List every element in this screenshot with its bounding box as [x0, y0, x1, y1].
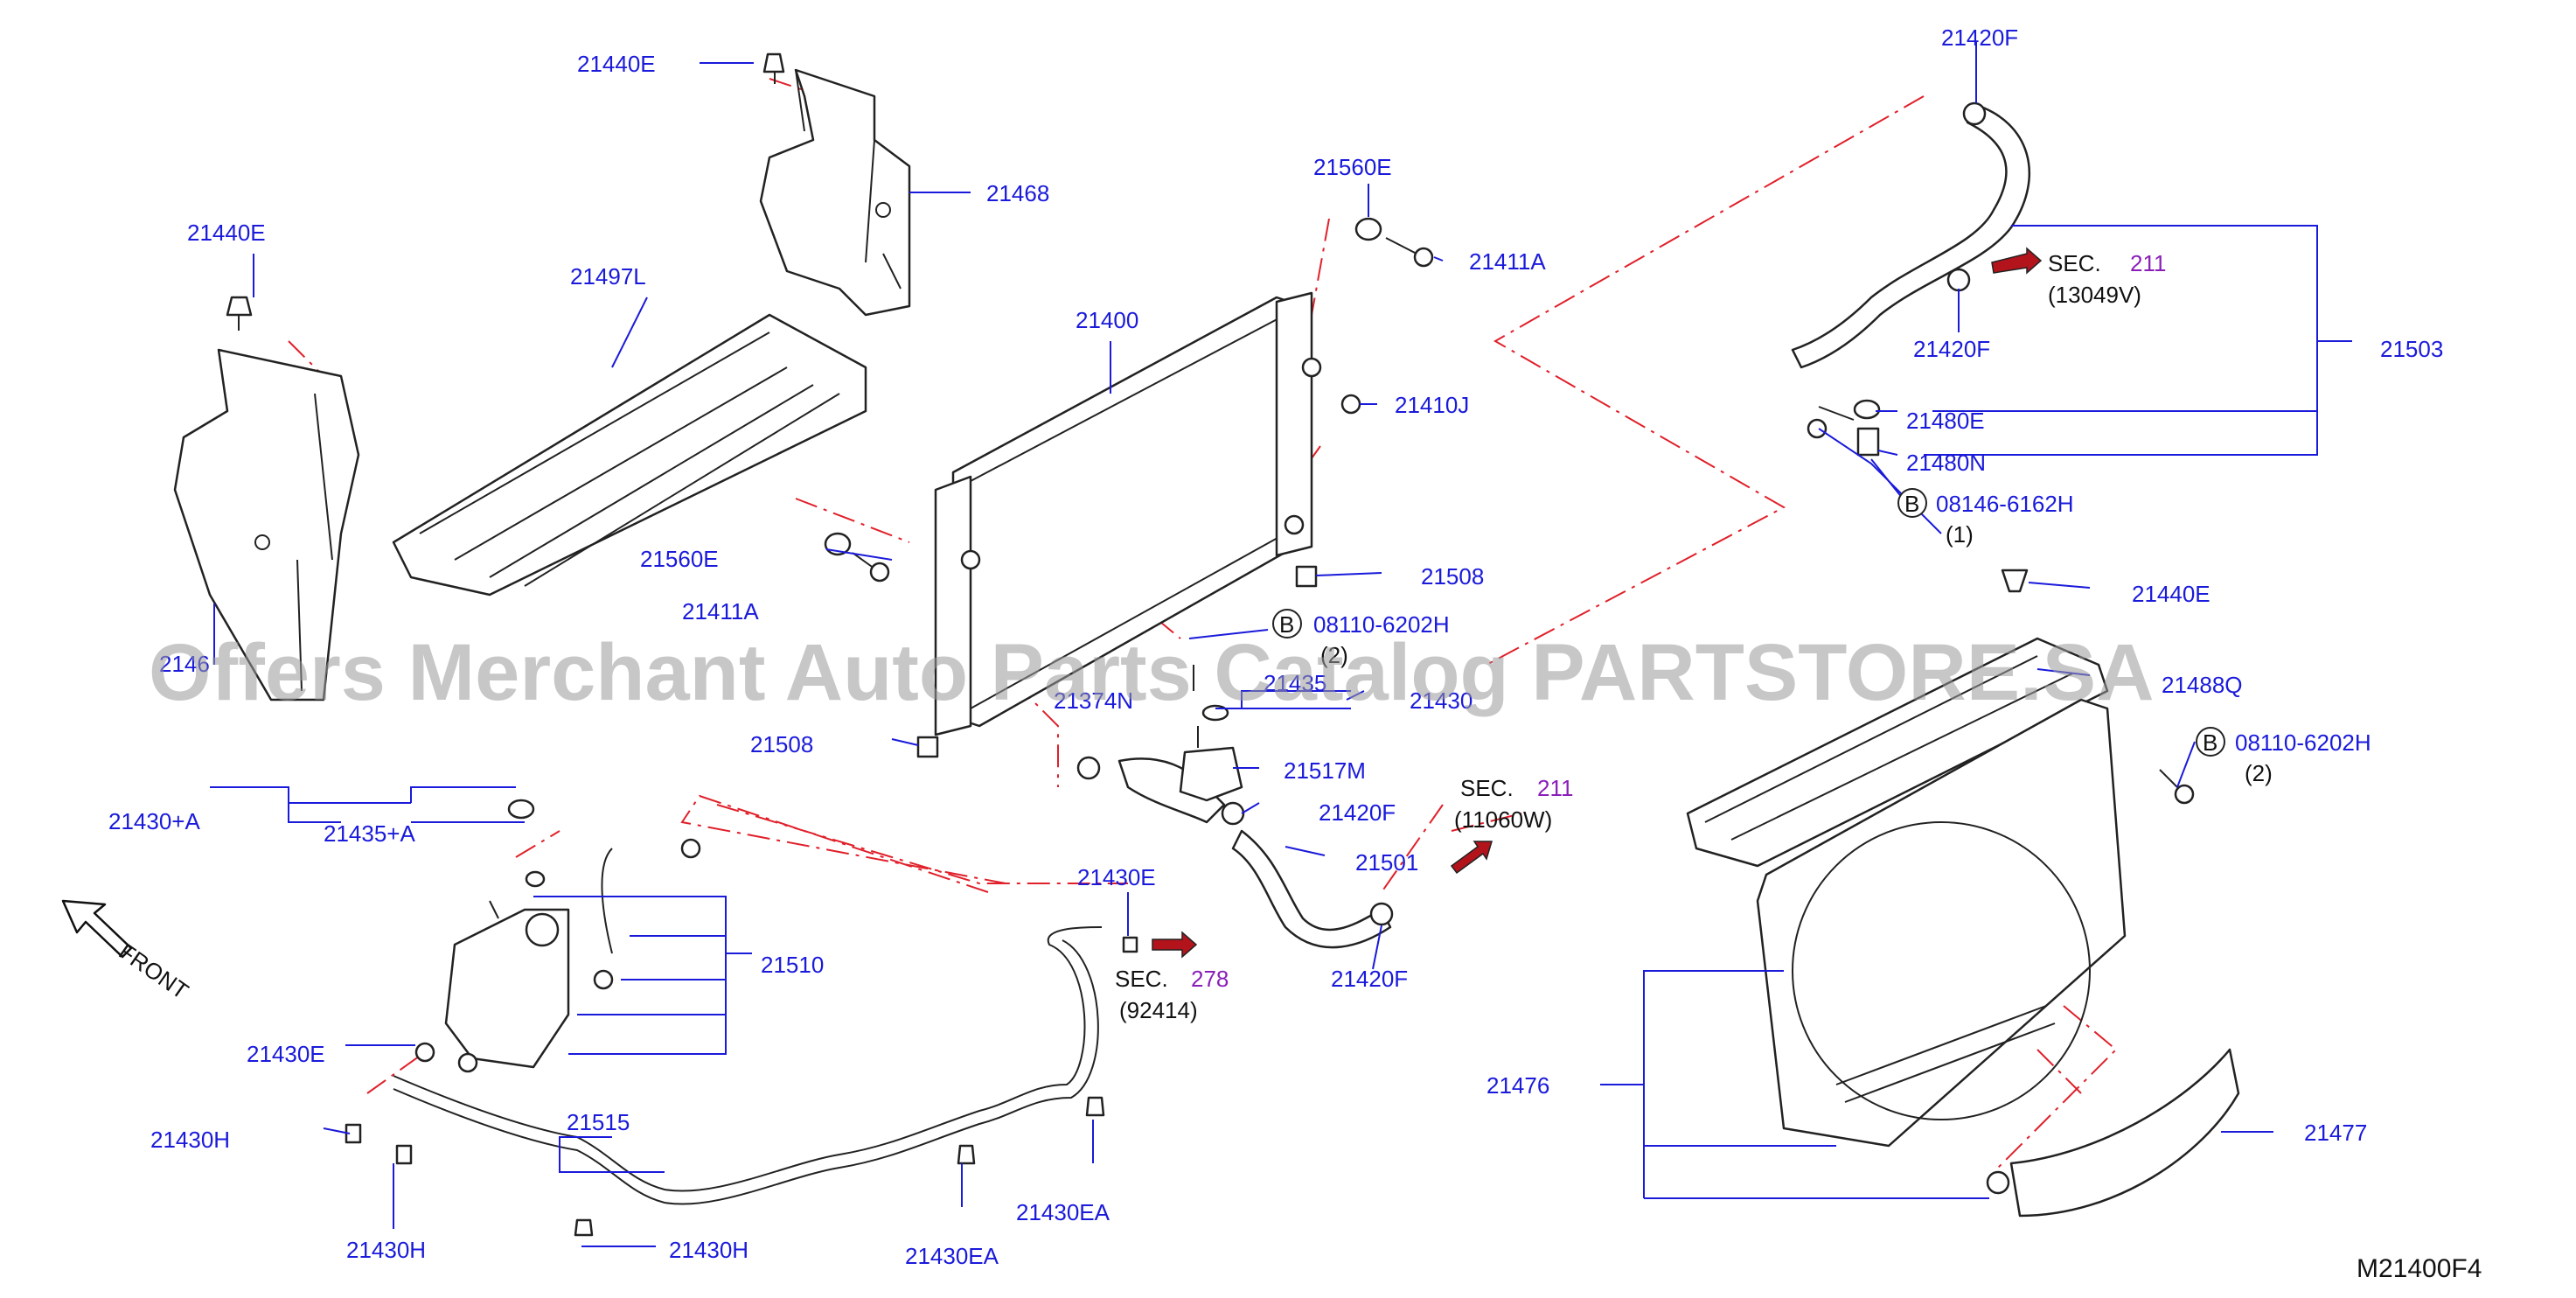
- callout-21430e: 21430E: [247, 1041, 325, 1067]
- bolt-callout-b3: B 08110-6202H (2): [2196, 727, 2371, 786]
- part-21476-fan-shroud: [1756, 698, 2127, 1148]
- section-arrow-3: [1152, 931, 1198, 959]
- callout-21508: 21508: [1421, 563, 1484, 590]
- bolt-3-qty: (2): [2245, 760, 2273, 786]
- section-ref-2: SEC. 211 (11060W): [1454, 775, 1573, 833]
- callout-21435: 21435: [1264, 670, 1326, 696]
- part-21411A-bolt-top: [1385, 237, 1434, 268]
- part-bolt-fan-shroud: [1986, 1170, 2010, 1195]
- callout-21400: 21400: [1076, 307, 1138, 333]
- bolt-circle-letter: B: [1904, 491, 1919, 517]
- callout-21517m: 21517M: [1284, 757, 1366, 784]
- section-1-number: 211: [2130, 250, 2166, 276]
- callout-2146: 2146: [159, 651, 210, 677]
- callout-21420f: 21420F: [1913, 336, 1990, 362]
- bolt-1-qty: (1): [1946, 521, 1974, 548]
- part-callouts: 21440E 21468 21440E 21497L 2146 21400 21…: [108, 24, 2443, 1269]
- callout-21560e: 21560E: [1313, 154, 1392, 180]
- callout-21420f: 21420F: [1319, 799, 1396, 826]
- callout-21430h: 21430H: [346, 1237, 426, 1263]
- callout-21410j: 21410J: [1395, 392, 1469, 418]
- callout-21430h: 21430H: [150, 1127, 230, 1153]
- part-air-guide-left: [173, 348, 360, 701]
- part-21515-overflow-hose: [345, 926, 1138, 1237]
- callout-21440e: 21440E: [187, 220, 266, 246]
- callout-21510: 21510: [761, 952, 824, 978]
- callout-21468: 21468: [986, 180, 1049, 206]
- part-bolt-right-side: [2159, 769, 2195, 805]
- callout-21374n: 21374N: [1054, 687, 1133, 714]
- callout-21420f: 21420F: [1331, 966, 1408, 992]
- callout-21476: 21476: [1486, 1072, 1549, 1099]
- section-ref-3: SEC. 278 (92414): [1115, 966, 1229, 1023]
- section-1-label: SEC.: [2048, 250, 2101, 276]
- callout-21477: 21477: [2304, 1120, 2367, 1146]
- part-21497L-upper-shroud: [392, 313, 867, 597]
- part-21488Q-upper-fan-shroud: [1686, 637, 2109, 868]
- callout-21508: 21508: [750, 731, 813, 757]
- bolt-callout-b1: B 08146-6162H (1): [1897, 488, 2074, 548]
- part-21510-reservoir: [444, 799, 701, 1073]
- part-21468-air-guide-top: [759, 68, 911, 317]
- callout-21480n: 21480N: [1906, 450, 1986, 476]
- bolt-1-code: 08146-6162H: [1936, 491, 2074, 517]
- section-2-number: 211: [1537, 775, 1573, 801]
- bolt-2-code: 08110-6202H: [1313, 611, 1450, 638]
- part-21503-upper-hose: [1791, 101, 2030, 457]
- callout-21430: 21430: [1410, 687, 1472, 714]
- part-21477-lower-shroud: [2009, 1048, 2240, 1218]
- callout-21420f: 21420F: [1941, 24, 2018, 51]
- part-21400-radiator: [934, 291, 1322, 736]
- bolt-callout-b2: B 08110-6202H (2): [1272, 609, 1450, 668]
- part-21501-lower-hose: [1076, 756, 1394, 949]
- part-21411A-bolt-mid: [852, 552, 890, 583]
- part-21560E-bushing-top: [1354, 217, 1382, 241]
- diagram-code: M21400F4: [2357, 1254, 2482, 1283]
- section-3-ref: (92414): [1119, 997, 1198, 1023]
- callout-21430ea: 21430EA: [905, 1243, 999, 1269]
- section-3-number: 278: [1191, 966, 1229, 992]
- bolt-circle-letter: B: [1279, 611, 1294, 638]
- section-1-ref: (13049V): [2048, 282, 2141, 308]
- part-21440E-clip-right: [2001, 569, 2029, 593]
- callout-21440e: 21440E: [577, 51, 656, 77]
- part-21410J-clip: [1340, 394, 1361, 415]
- callout-21480e: 21480E: [1906, 408, 1985, 434]
- callout-21560e: 21560E: [640, 546, 719, 572]
- bolt-circle-letter: B: [2203, 729, 2217, 756]
- callout-21515: 21515: [567, 1109, 630, 1135]
- callout-21430ea: 21430EA: [1016, 1199, 1110, 1225]
- bolt-2-qty: (2): [1320, 642, 1348, 668]
- callout-21411a: 21411A: [682, 598, 759, 625]
- section-arrow-1: [1991, 247, 2043, 275]
- section-2-ref: (11060W): [1454, 806, 1552, 833]
- callout-21488q: 21488Q: [2162, 672, 2243, 698]
- section-arrow-2: [1450, 841, 1493, 875]
- front-arrow: FRONT: [61, 899, 194, 1004]
- callout-21435a: 21435+A: [324, 820, 415, 847]
- watermark-text: Offers Merchant Auto Parts Catalog PARTS…: [149, 628, 2155, 717]
- front-label: FRONT: [115, 938, 194, 1004]
- callout-21497l: 21497L: [570, 263, 646, 290]
- bolt-3-code: 08110-6202H: [2235, 729, 2371, 756]
- section-2-label: SEC.: [1460, 775, 1514, 801]
- part-21440E-clip-left: [226, 296, 253, 331]
- callout-21440e: 21440E: [2132, 581, 2210, 607]
- callout-21430e: 21430E: [1077, 864, 1156, 890]
- section-3-label: SEC.: [1115, 966, 1168, 992]
- section-ref-1: SEC. 211 (13049V): [2048, 250, 2166, 308]
- callout-21501: 21501: [1355, 849, 1418, 876]
- callout-21503: 21503: [2380, 336, 2443, 362]
- callout-21430a: 21430+A: [108, 808, 200, 834]
- part-21440E-clip-top: [762, 52, 785, 84]
- callout-21411a: 21411A: [1469, 248, 1546, 275]
- part-21508-drain-left: [916, 736, 939, 758]
- callout-21430h: 21430H: [669, 1237, 748, 1263]
- part-21508-drain-right: [1295, 565, 1318, 588]
